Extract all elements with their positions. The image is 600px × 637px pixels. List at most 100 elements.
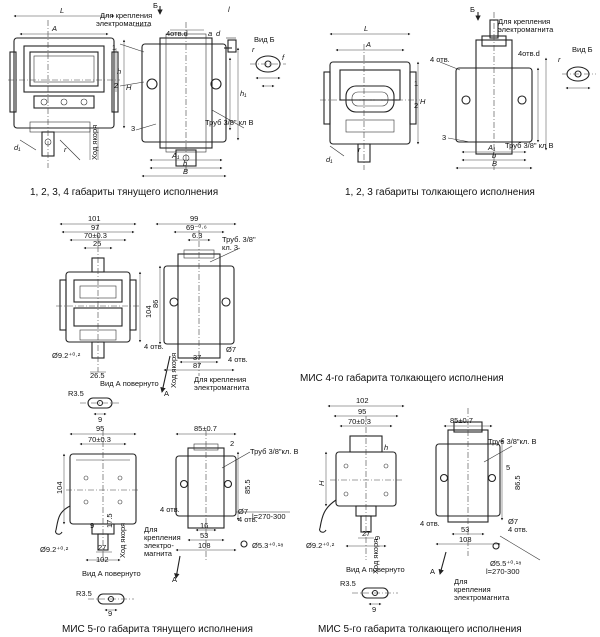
label-truba-1: Труб 3/8" кл В bbox=[205, 118, 253, 127]
dim-53r-4: Ø5.3⁺⁰·¹⁸ bbox=[252, 541, 283, 550]
dim-h1-1: h₁ bbox=[240, 89, 247, 98]
side-view bbox=[119, 6, 245, 178]
dim-a-1: a bbox=[208, 29, 212, 38]
dim-108-4: 108 bbox=[198, 541, 211, 550]
dim-7-4: Ø7 bbox=[238, 507, 248, 516]
dim-r35-4: R3.5 bbox=[76, 589, 92, 598]
label-a-4: А bbox=[172, 575, 177, 584]
dim-r: r bbox=[64, 145, 67, 154]
dim-102-4: 102 bbox=[96, 555, 109, 564]
dim-b-1: b bbox=[183, 159, 187, 168]
dim-r-b2: r bbox=[558, 55, 561, 64]
label-1-1: 1 bbox=[112, 43, 116, 52]
dim-H-2: H bbox=[420, 97, 426, 106]
dim-L-2: L bbox=[364, 24, 368, 33]
dim-9-4a: 9 bbox=[90, 521, 94, 530]
dim-r-2: r bbox=[358, 145, 361, 154]
label-truba-2: Труб 3/8" кл В bbox=[505, 141, 553, 150]
view-a-5 bbox=[352, 587, 398, 606]
label-vid-a-5: Вид А повернуто bbox=[346, 565, 405, 574]
caption-1: 1, 2, 3, 4 габариты тянущего исполнения bbox=[30, 186, 218, 198]
label-4otv-5b: 4 отв. bbox=[508, 525, 528, 534]
dim-53-5: 53 bbox=[461, 525, 469, 534]
dim-101: 101 bbox=[88, 214, 101, 223]
dim-9-5: 9 bbox=[372, 605, 376, 614]
front-view-3 bbox=[56, 222, 142, 373]
caption-3: МИС 4-го габарита толкающего исполнения bbox=[300, 372, 504, 384]
view-a-4 bbox=[88, 593, 134, 612]
front-view-2 bbox=[320, 32, 420, 170]
dim-855-4: 85.5 bbox=[243, 479, 252, 494]
dim-b-2: b bbox=[492, 151, 496, 160]
label-dlya-krepleniya-1: Для крепления bbox=[100, 11, 152, 20]
dim-H-5: H bbox=[317, 480, 326, 486]
view-b-2 bbox=[562, 66, 596, 90]
dim-7-5: Ø7 bbox=[508, 517, 518, 526]
label-3-2: 3 bbox=[442, 133, 446, 142]
label-dlya-krepleniya-3: Для крепления bbox=[194, 375, 246, 384]
dim-L: L bbox=[60, 6, 64, 15]
label-b-2: Б bbox=[470, 5, 475, 14]
dim-265: 26.5 bbox=[90, 371, 105, 380]
label-b-1: Б bbox=[153, 1, 158, 10]
label-krepleniya-5: крепления bbox=[454, 585, 491, 594]
dim-d1: d₁ bbox=[14, 143, 21, 152]
dim-l270-4: l=270-300 bbox=[252, 512, 286, 521]
dim-86: 86 bbox=[151, 300, 160, 308]
dim-r35-3: R3.5 bbox=[68, 389, 84, 398]
label-4otv-3a: 4 отв. bbox=[144, 342, 164, 351]
label-elektromagnita-2: электромагнита bbox=[498, 25, 554, 34]
view-b-1 bbox=[250, 55, 286, 88]
dim-l-1: l bbox=[228, 5, 230, 14]
label-hod-yakorya-4: Ход якоря bbox=[118, 523, 127, 558]
dim-h-5: h bbox=[384, 443, 388, 452]
label-2-1: 2 bbox=[114, 81, 118, 90]
drawing-pushing-1-3: L A H d₁ r 1 2 Б Для крепления электрома… bbox=[320, 5, 596, 170]
dim-104-4: 104 bbox=[55, 481, 64, 494]
dim-70-3: 70±0.3 bbox=[84, 231, 107, 240]
dim-92-3: Ø9.2⁺⁰·² bbox=[52, 351, 81, 360]
drawing-mis4-pushing: 101 97 70±0.3 25 104 Ø9.2⁺⁰·² 26.5 99 69… bbox=[52, 214, 256, 424]
dim-16-4: 16 bbox=[200, 521, 208, 530]
dim-h: h bbox=[117, 67, 121, 76]
dim-95-5: 95 bbox=[358, 407, 366, 416]
label-dlya-krepleniya-2: Для крепления bbox=[498, 17, 550, 26]
label-dlya-5: Для bbox=[454, 577, 468, 586]
label-4otv-d-2: 4отв.d bbox=[518, 49, 540, 58]
dim-B-1: B bbox=[183, 167, 188, 176]
dim-175-4: 17.5 bbox=[105, 513, 114, 528]
label-dlya-4: Для bbox=[144, 525, 158, 534]
view-a-3 bbox=[80, 397, 120, 416]
dim-25: 25 bbox=[93, 239, 101, 248]
label-hod-yakorya-5: Ход якоря bbox=[371, 539, 380, 574]
dim-85-4: 85±0.7 bbox=[194, 424, 217, 433]
dim-r-b1: r bbox=[252, 45, 255, 54]
dim-A-2: A bbox=[365, 40, 371, 49]
dim-55r-5: Ø5.5⁺⁰·¹⁸ bbox=[490, 559, 521, 568]
label-4otv-2: 4 отв. bbox=[430, 55, 450, 64]
dim-95-4: 95 bbox=[96, 424, 104, 433]
dim-63: 6.3 bbox=[192, 231, 202, 240]
dim-7-3: Ø7 bbox=[226, 345, 236, 354]
label-4otv-4b: 4 отв. bbox=[238, 515, 258, 524]
label-4otv-3b: 4 отв. bbox=[228, 355, 248, 364]
dim-9-5a: 9 bbox=[373, 536, 382, 540]
dim-H: H bbox=[126, 83, 132, 92]
label-vid-a-4: Вид А повернуто bbox=[82, 569, 141, 578]
dim-A1-1: A₁ bbox=[171, 151, 180, 160]
label-vid-b-2: Вид Б bbox=[572, 45, 593, 54]
label-truba-4: Труб 3/8"кл. В bbox=[250, 447, 298, 456]
dim-5-5: 5 bbox=[506, 463, 510, 472]
dim-53-4: 53 bbox=[200, 531, 208, 540]
dim-92-4: Ø9.2⁺⁰·² bbox=[40, 545, 69, 554]
dim-27-4: 27 bbox=[98, 543, 106, 552]
dim-87: 87 bbox=[193, 361, 201, 370]
label-a-5: А bbox=[430, 567, 435, 576]
label-elektromagnita-1: электромагнита bbox=[96, 19, 152, 28]
caption-4: МИС 5-го габарита тянущего исполнения bbox=[62, 623, 253, 635]
side-view-2 bbox=[439, 12, 548, 170]
label-4otv-d-1: 4отв.d bbox=[166, 29, 188, 38]
label-hod-yakorya: Ход якоря bbox=[90, 125, 99, 160]
dim-70-5: 70±0.3 bbox=[348, 417, 371, 426]
dim-d1-2: d₁ bbox=[326, 155, 333, 164]
